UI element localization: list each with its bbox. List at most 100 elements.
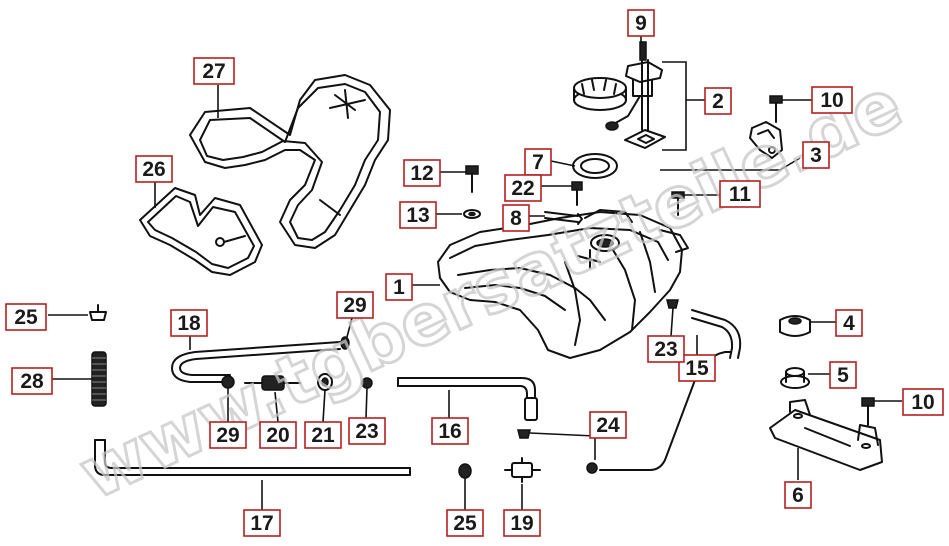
callout-box	[259, 421, 297, 449]
callout-box	[336, 291, 374, 319]
fuel-tank-1	[437, 209, 689, 359]
spring-28	[91, 351, 107, 407]
bracket-3	[749, 121, 783, 159]
fuel-filter-20	[244, 375, 301, 391]
hose-16	[397, 377, 538, 421]
callout-box	[719, 180, 761, 208]
callout-number: 27	[202, 60, 225, 83]
callout-box	[504, 174, 542, 202]
callout-19: 19	[503, 509, 541, 537]
callout-box	[11, 367, 53, 395]
callout-box	[135, 155, 173, 183]
callout-number: 8	[510, 207, 522, 230]
callout-26: 26	[135, 155, 173, 183]
bolt-10a	[769, 95, 783, 123]
watermark-text: www.tgbersatzteile.de	[68, 63, 914, 516]
callout-number: 19	[510, 512, 533, 535]
callout-box	[835, 309, 863, 337]
callout-box	[502, 204, 530, 232]
callout-number: 10	[820, 89, 843, 112]
callout-number: 13	[406, 204, 429, 227]
callout-box	[403, 159, 441, 187]
callout-box	[5, 303, 47, 331]
bolt-22	[571, 181, 583, 206]
cap-25a	[89, 304, 107, 321]
callout-box	[647, 335, 685, 363]
callout-number: 5	[837, 364, 849, 387]
callout-25a: 25	[5, 303, 47, 331]
callout-number: 22	[511, 177, 534, 200]
callout-2: 2	[704, 87, 732, 115]
callout-number: 12	[410, 162, 433, 185]
hose-17	[94, 439, 411, 476]
callout-number: 1	[393, 276, 405, 299]
callout-27: 27	[193, 57, 235, 85]
callout-22: 22	[504, 174, 542, 202]
callout-number: 18	[177, 312, 201, 335]
callout-7: 7	[524, 148, 552, 176]
bolt-10b	[861, 397, 875, 426]
callout-number: 15	[685, 357, 709, 380]
callout-20: 20	[259, 421, 297, 449]
callout-9: 9	[627, 9, 655, 37]
mount-bracket-6	[769, 399, 883, 471]
callout-number: 20	[266, 424, 289, 447]
clamp-29b	[340, 336, 350, 350]
callout-box	[589, 411, 627, 439]
callout-box	[243, 509, 281, 537]
callout-18: 18	[170, 309, 208, 337]
callout-1: 1	[385, 273, 413, 301]
callout-8: 8	[502, 204, 530, 232]
callout-box	[446, 509, 484, 537]
callout-box	[304, 421, 342, 449]
callout-15: 15	[678, 354, 716, 382]
callout-number: 24	[596, 414, 620, 437]
callout-16: 16	[431, 417, 469, 445]
callout-29b: 29	[336, 291, 374, 319]
callout-21: 21	[304, 421, 342, 449]
callout-23b: 23	[348, 417, 386, 445]
clamp-23a	[666, 299, 679, 309]
clamp-25b	[458, 463, 472, 479]
hose-15	[599, 309, 742, 471]
callout-10a: 10	[811, 86, 853, 114]
leader-lines	[48, 35, 902, 510]
callout-28: 28	[11, 367, 53, 395]
connector-24	[517, 429, 598, 474]
callout-6: 6	[784, 481, 812, 509]
callout-box	[678, 354, 716, 382]
bolt-11	[671, 191, 685, 216]
callout-number: 3	[810, 144, 822, 167]
callout-17: 17	[243, 509, 281, 537]
callout-number: 16	[438, 420, 461, 443]
callout-box	[802, 141, 830, 169]
callout-number: 17	[250, 512, 273, 535]
callout-number: 29	[216, 424, 239, 447]
gasket-pad-27	[189, 74, 391, 249]
callout-box	[170, 309, 208, 337]
callout-number: 4	[843, 312, 855, 335]
callout-box	[385, 273, 413, 301]
callout-number: 25	[453, 512, 477, 535]
callout-box	[811, 86, 853, 114]
callout-box	[209, 421, 247, 449]
callout-box	[704, 87, 732, 115]
callout-number: 10	[911, 391, 934, 414]
callout-number: 23	[654, 338, 677, 361]
callout-box	[784, 481, 812, 509]
callout-3: 3	[802, 141, 830, 169]
fuel-cap	[573, 77, 627, 111]
callout-number: 9	[635, 12, 647, 35]
callout-number: 11	[729, 183, 752, 206]
callout-box	[524, 148, 552, 176]
callout-box	[348, 417, 386, 445]
callout-box	[627, 9, 655, 37]
callout-24: 24	[589, 411, 627, 439]
callout-23a: 23	[647, 335, 685, 363]
callout-number: 28	[20, 370, 44, 393]
callout-box	[503, 509, 541, 537]
callout-number: 25	[14, 306, 38, 329]
callout-box	[431, 417, 469, 445]
callout-number: 7	[532, 151, 544, 174]
top-pin-9	[639, 41, 647, 61]
